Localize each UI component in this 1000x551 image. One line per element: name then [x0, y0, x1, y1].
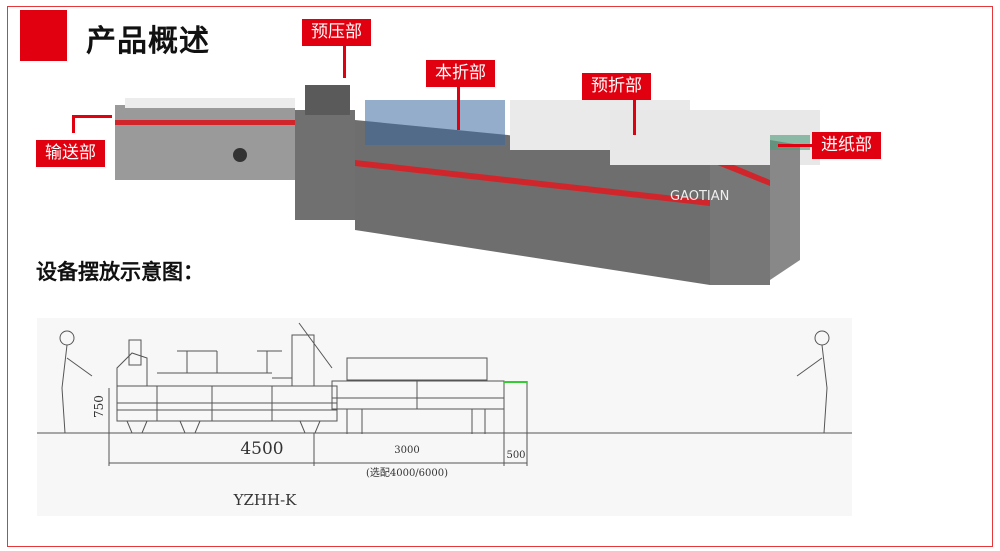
dim-end: 500: [506, 450, 525, 461]
label-conveyor: 输送部: [36, 140, 105, 167]
page-title: 产品概述: [86, 24, 210, 59]
page-frame: [7, 6, 993, 547]
dim-height: 750: [92, 395, 106, 418]
arrow-corner-icon: [72, 115, 112, 118]
dim-conveyor: 3000: [394, 445, 419, 456]
arrow-corner-stem: [72, 115, 75, 133]
label-feeder: 进纸部: [812, 132, 881, 159]
label-main-fold: 本折部: [426, 60, 495, 87]
section-subtitle: 设备摆放示意图：: [36, 260, 204, 284]
machine-photo: GAOTIAN: [115, 85, 820, 285]
arrow-up-icon: [633, 100, 636, 135]
label-prepress: 预压部: [302, 19, 371, 46]
dim-conveyor-option: (选配4000/6000): [366, 466, 448, 479]
arrow-up-icon: [457, 87, 460, 130]
arrow-left-icon: [778, 144, 812, 147]
machine-brand: GAOTIAN: [670, 189, 729, 204]
arrow-up-icon: [343, 46, 346, 78]
title-marker: [20, 10, 67, 61]
label-prefold: 预折部: [582, 73, 651, 100]
layout-diagram: 4500 3000 (选配4000/6000) 500 750 YZHH-K: [37, 318, 852, 516]
dim-main: 4500: [240, 439, 283, 459]
model-name: YZHH-K: [233, 491, 298, 509]
